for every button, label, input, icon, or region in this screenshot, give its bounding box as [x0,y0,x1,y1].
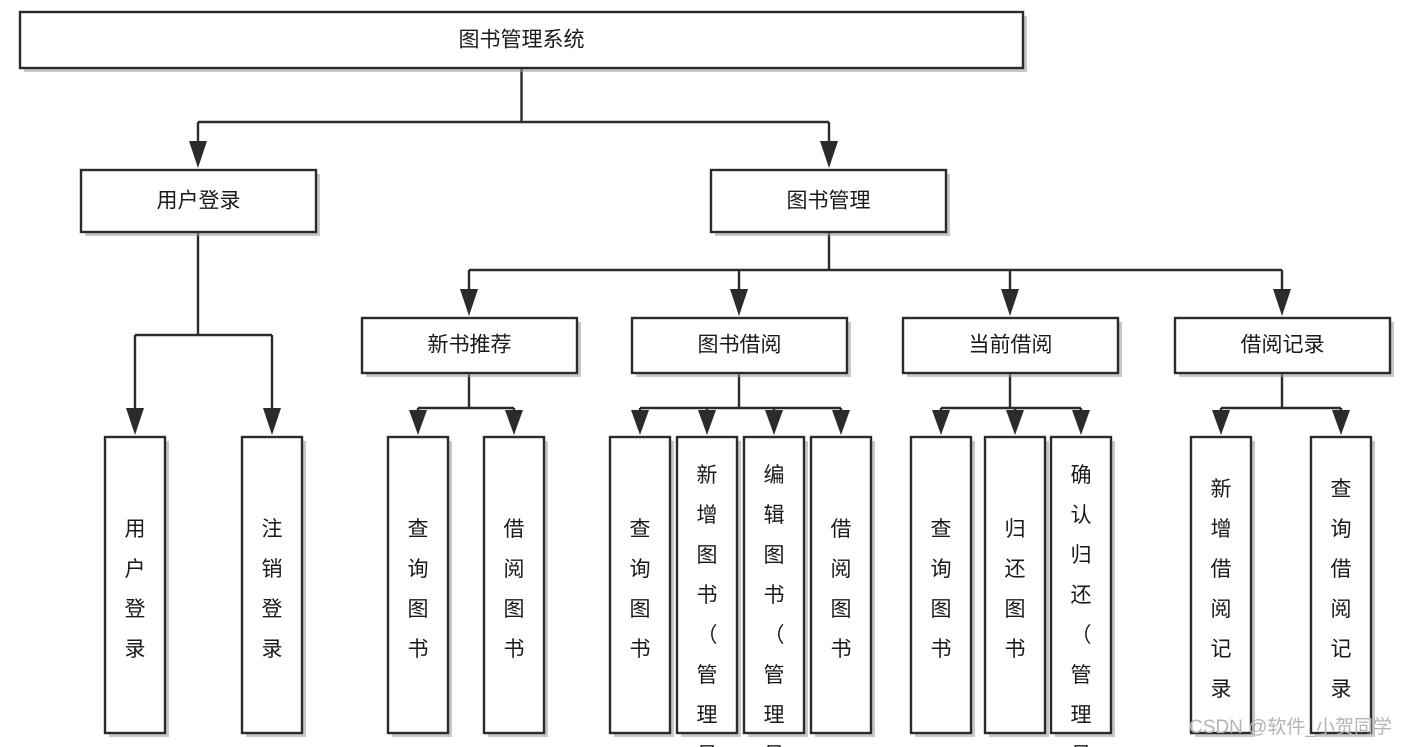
connector-group-new-book-rec [409,373,523,435]
leaf-node-label: 编辑图书（管理员） [764,464,785,747]
arrowhead-borrow-record [1273,289,1291,316]
connector-group-borrow-record [1212,373,1350,435]
arrowhead-leaf-query-book-3 [932,410,950,435]
leaf-node-label: 归还图书 [1005,518,1026,661]
arrowhead-leaf-add-book [698,410,716,435]
arrowhead-leaf-return-book [1006,410,1024,435]
leaf-node-label: 查询借阅记录 [1331,478,1352,701]
leaf-node-label: 查询图书 [630,518,651,661]
node-new-book-rec[interactable]: 新书推荐 [360,316,581,377]
leaf-node-label: 确认归还（管理员） [1071,464,1092,747]
connector-group-book-borrow [631,373,850,435]
leaf-node-box[interactable] [742,435,806,735]
leaf-node-box[interactable] [482,435,546,735]
node-root-box[interactable] [18,10,1025,70]
leaf-node[interactable]: 新增图书（管理员） [675,435,741,747]
node-new-book-rec-label: 新书推荐 [428,334,512,357]
leaf-node-box[interactable] [1189,435,1253,735]
leaf-node-box[interactable] [1309,435,1373,735]
leaf-node[interactable]: 注销登录 [240,435,306,737]
leaf-node-label: 新增图书（管理员） [697,464,718,747]
arrowhead-leaf-query-book-1 [409,410,427,435]
node-current-borrow-box[interactable] [901,316,1120,375]
node-user-login[interactable]: 用户登录 [79,168,320,236]
leaf-node[interactable]: 查询图书 [608,435,674,737]
arrowhead-new-book-rec [460,289,478,316]
arrowhead-leaf-borrow-book-2 [832,410,850,435]
arrowhead-leaf-confirm-return [1072,410,1090,435]
arrowhead-leaf-borrow-book-1 [505,410,523,435]
leaf-node-label: 新增借阅记录 [1211,478,1232,701]
node-user-login-label: 用户登录 [157,190,241,213]
leaf-node-box[interactable] [909,435,973,735]
node-user-login-box[interactable] [79,168,318,234]
node-new-book-rec-box[interactable] [360,316,579,375]
node-book-manage-label: 图书管理 [787,190,871,213]
node-book-manage[interactable]: 图书管理 [709,168,950,236]
leaf-node-box[interactable] [608,435,672,735]
leaf-node-label: 借阅图书 [504,518,525,661]
connector-group-root [189,68,838,168]
arrowhead-user-login [189,141,207,168]
node-book-manage-box[interactable] [709,168,948,234]
leaf-node[interactable]: 查询图书 [909,435,975,737]
leaf-node-label: 查询图书 [931,518,952,661]
leaf-node-box[interactable] [809,435,873,735]
arrowhead-leaf-edit-book [765,410,783,435]
arrowhead-current-borrow [1001,289,1019,316]
node-root[interactable]: 图书管理系统 [18,10,1027,72]
leaf-node-box[interactable] [1049,435,1113,735]
arrowhead-leaf-user-logout [263,408,281,435]
leaf-node[interactable]: 编辑图书（管理员） [742,435,808,747]
leaf-node[interactable]: 借阅图书 [482,435,548,737]
arrowhead-book-borrow [730,289,748,316]
leaf-node-label: 用户登录 [125,518,146,661]
node-book-borrow-box[interactable] [630,316,849,375]
leaf-node-box[interactable] [240,435,304,735]
leaf-node[interactable]: 查询借阅记录 [1309,435,1375,737]
connector-group-current-borrow [932,373,1090,435]
leaf-node-layer: 用户登录 注销登录 查询图书 借阅图书 查询图书 新增图书（管理员） 编辑图书（管理员） 借阅… [103,435,1375,747]
connector-group-user-login [126,232,281,435]
arrowhead-leaf-query-record [1332,410,1350,435]
node-book-borrow-label: 图书借阅 [698,334,782,357]
arrowhead-leaf-query-book-2 [631,410,649,435]
leaf-node-box[interactable] [675,435,739,735]
node-borrow-record-box[interactable] [1173,316,1392,375]
leaf-node-label: 注销登录 [262,518,283,661]
leaf-node[interactable]: 借阅图书 [809,435,875,737]
leaf-node[interactable]: 确认归还（管理员） [1049,435,1115,747]
node-current-borrow[interactable]: 当前借阅 [901,316,1122,377]
leaf-node-label: 查询图书 [408,518,429,661]
connector-group-book-manage [460,232,1291,316]
leaf-node-box[interactable] [983,435,1047,735]
node-borrow-record-label: 借阅记录 [1241,334,1325,357]
watermark-text: CSDN @软件_小贺同学 [1189,716,1392,738]
leaf-node-box[interactable] [103,435,167,735]
leaf-node[interactable]: 用户登录 [103,435,169,737]
arrowhead-leaf-user-login [126,408,144,435]
leaf-node[interactable]: 查询图书 [386,435,452,737]
arrowhead-leaf-add-record [1212,410,1230,435]
leaf-node-box[interactable] [386,435,450,735]
arrowhead-book-manage [820,141,838,168]
leaf-node-label: 借阅图书 [831,518,852,661]
leaf-node[interactable]: 归还图书 [983,435,1049,737]
leaf-node[interactable]: 新增借阅记录 [1189,435,1255,737]
node-borrow-record[interactable]: 借阅记录 [1173,316,1394,377]
node-current-borrow-label: 当前借阅 [969,334,1053,357]
node-root-label: 图书管理系统 [459,29,585,52]
node-book-borrow[interactable]: 图书借阅 [630,316,851,377]
